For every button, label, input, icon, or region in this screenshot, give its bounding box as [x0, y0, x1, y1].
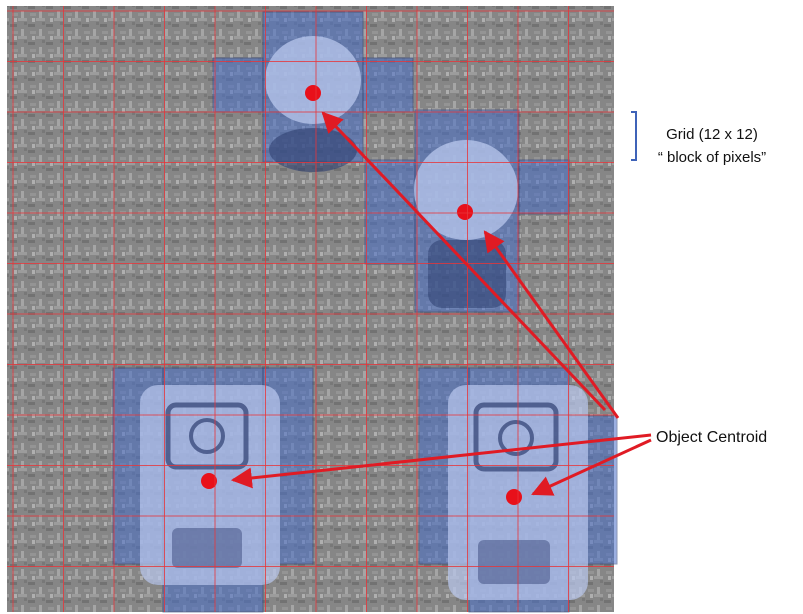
grid-block [518, 159, 570, 215]
object-detail [189, 418, 225, 454]
grid-size-label: Grid (12 x 12) [666, 126, 758, 143]
centroid-dot [506, 489, 522, 505]
object-shadow [269, 128, 357, 172]
centroid-arrows [230, 111, 652, 496]
arrow-to-top-right [483, 230, 620, 419]
centroid-dot [457, 204, 473, 220]
object-detail [473, 402, 559, 472]
grid-legend: Grid (12 x 12) “ block of pixels” [631, 111, 766, 166]
grid-block [362, 57, 414, 113]
arrow-to-top-left [321, 111, 607, 412]
centroid-dot [201, 473, 217, 489]
centroid-dot [305, 85, 321, 101]
object-detail [498, 420, 534, 456]
object-detail [165, 402, 249, 470]
grid-overlay [7, 6, 614, 612]
object-shape [265, 36, 361, 124]
arrow-to-bottom-left [230, 433, 652, 489]
bracket-icon [631, 111, 637, 161]
grid-block [212, 57, 264, 113]
arrow-to-bottom-right [531, 438, 652, 496]
object-centroid-label: Object Centroid [656, 429, 767, 446]
object-bottom-left [112, 367, 314, 613]
block-of-pixels-label: “ block of pixels” [658, 149, 766, 166]
object-detail [478, 540, 550, 584]
object-shape [414, 140, 518, 240]
grid-block [364, 159, 416, 265]
object-detail [172, 528, 242, 568]
